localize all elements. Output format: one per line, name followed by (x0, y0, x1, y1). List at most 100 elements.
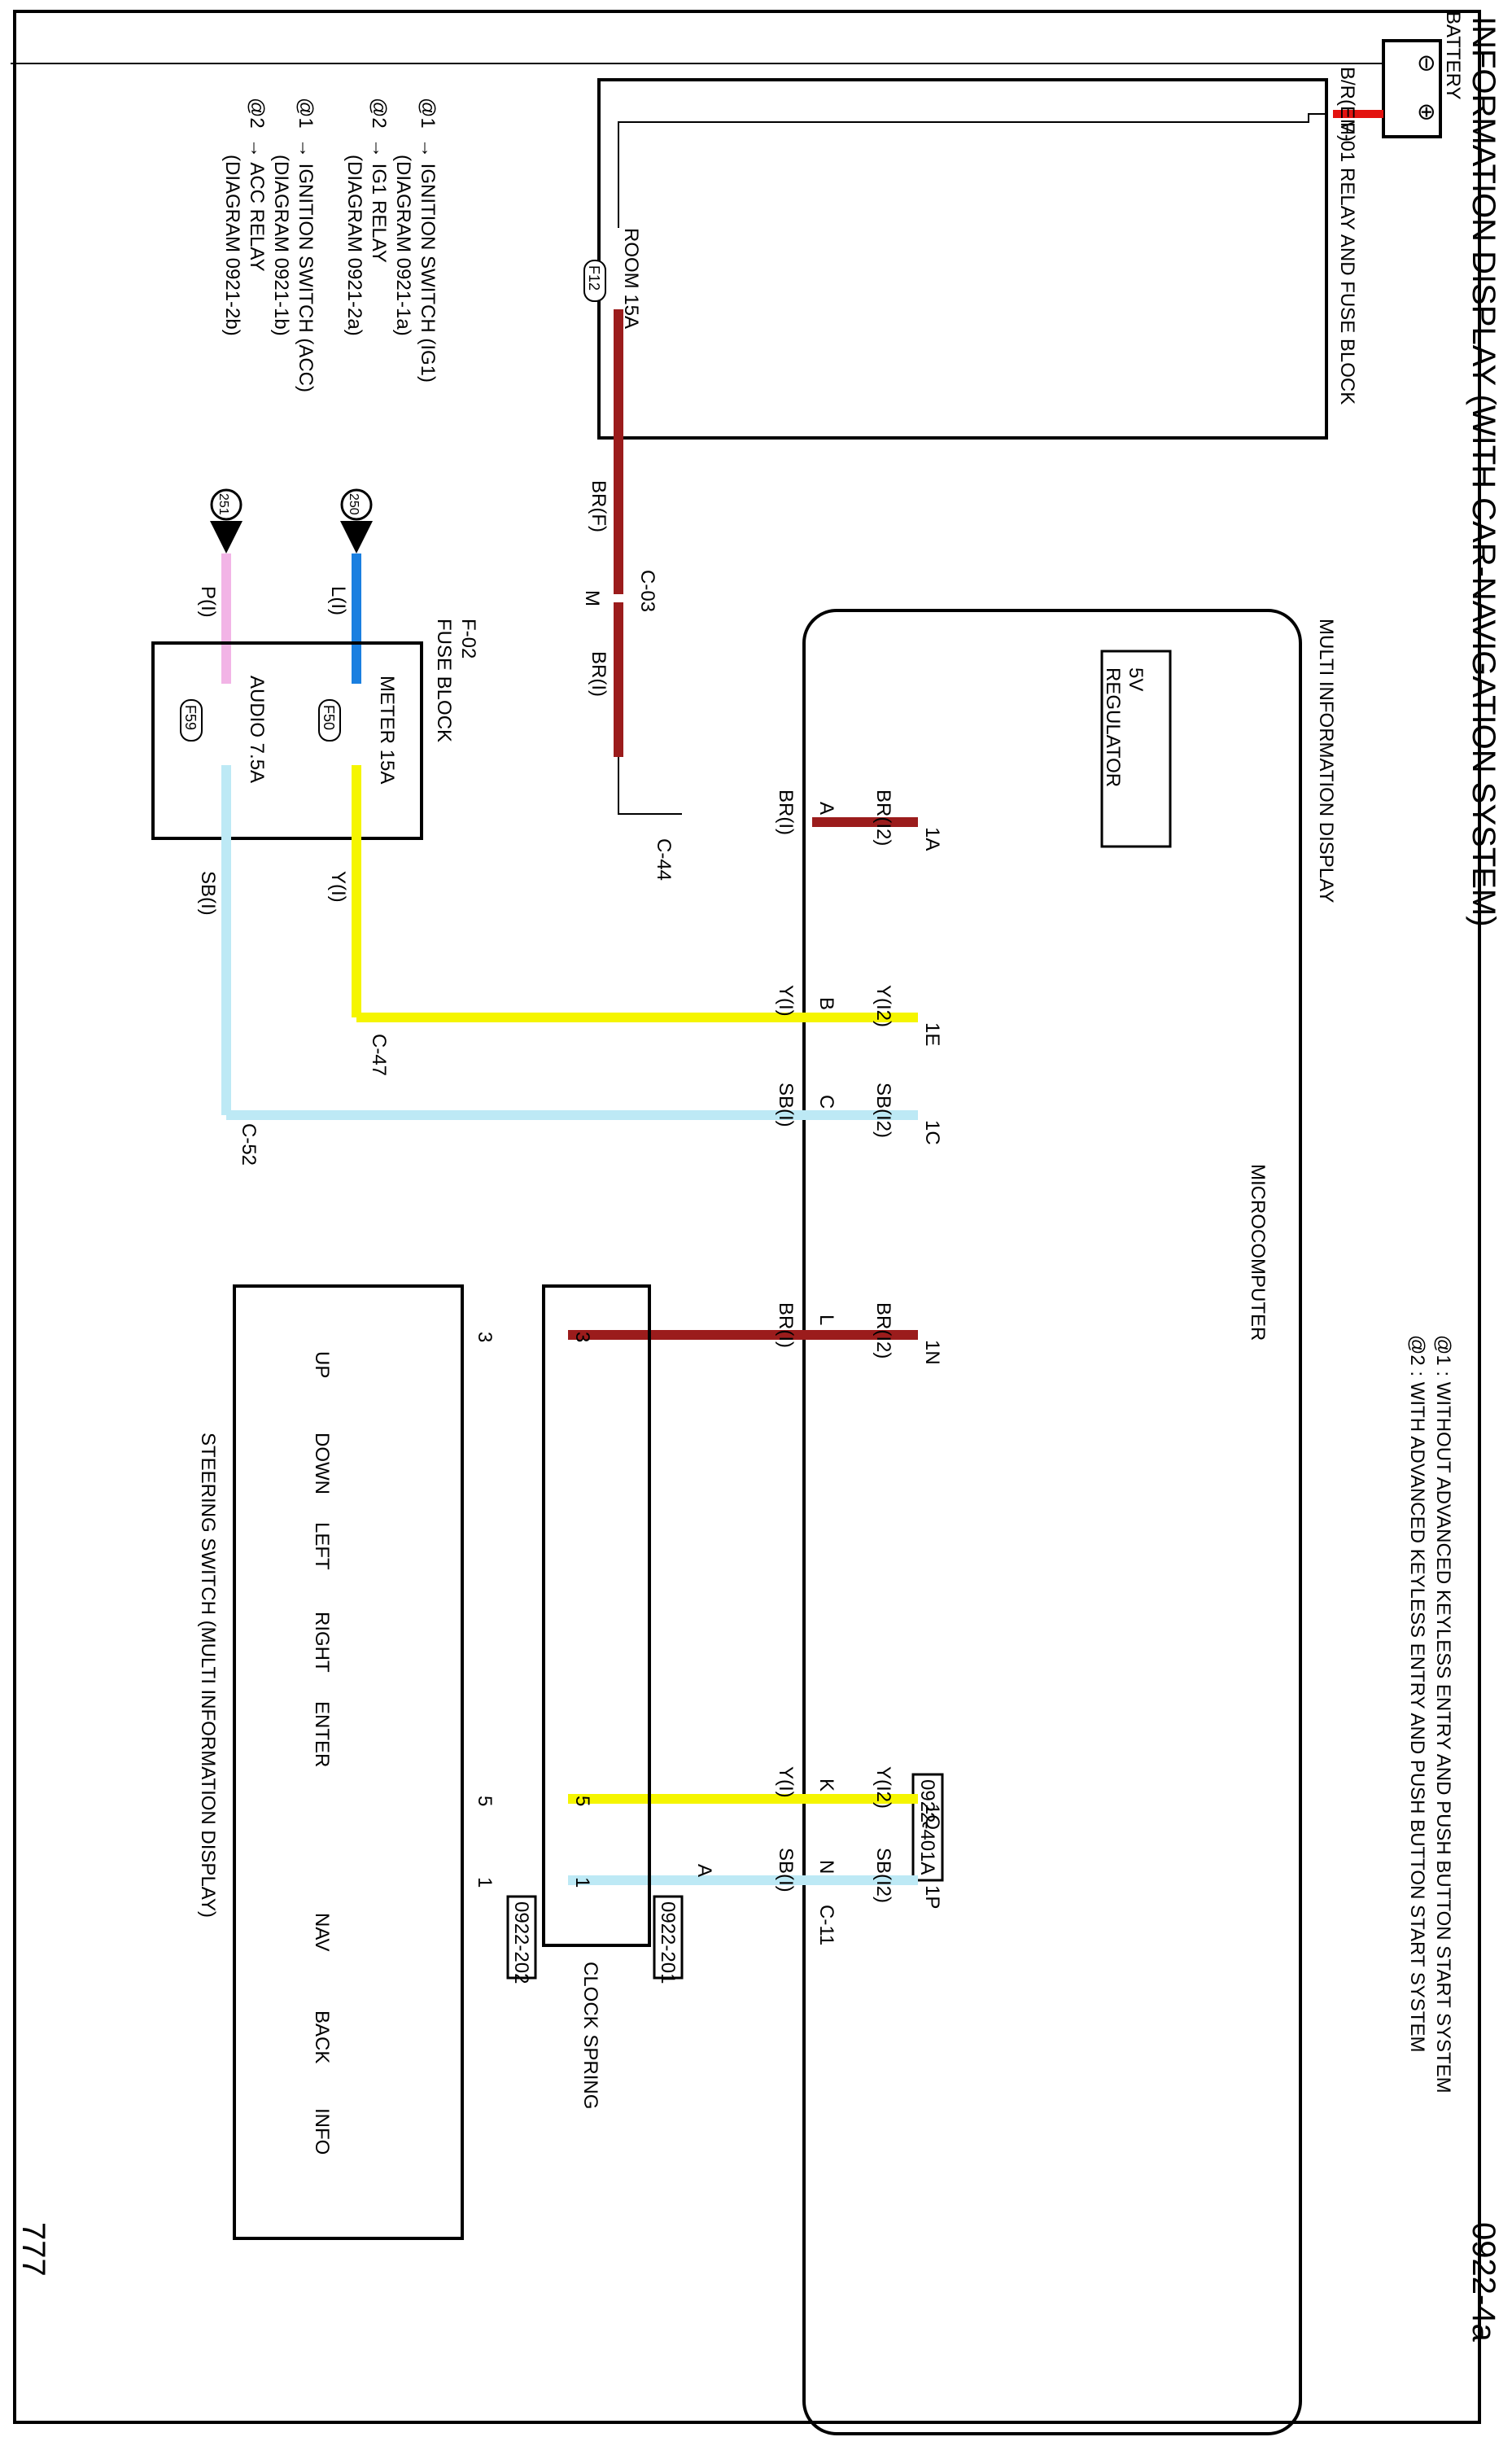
source-1-ref: (DIAGRAM 0921-1a) (392, 155, 414, 336)
c11-pin-b: B (815, 997, 837, 1010)
c03-label: C-03 (636, 570, 658, 612)
page-frame (13, 10, 1481, 2424)
ref-250-marker (340, 488, 373, 521)
steering-pin-5: 5 (474, 1796, 496, 1806)
switch-info: INFO (311, 2108, 333, 2155)
ref-250-arrow (340, 521, 373, 553)
switch-up: UP (311, 1351, 333, 1378)
clock-spring-pin-1: 1 (571, 1877, 593, 1888)
source-3: @1 (295, 98, 317, 129)
y-wire-f02-label: Y(I) (327, 871, 349, 903)
battery-wire-label: B/R(EM) (1336, 67, 1358, 142)
battery: ⊖ ⊕ BATTERY (1382, 11, 1464, 138)
c11-pin-a: A (815, 802, 837, 815)
steering-connector: 0922-202 (510, 1901, 532, 1984)
c11-wire-b: Y(I) (775, 985, 797, 1017)
p-wire-label: P(I) (197, 586, 219, 618)
pin-1a: 1A BR(I2) (812, 790, 943, 851)
pin-1q: 1Q Y(I2) (568, 1766, 943, 1830)
clock-spring-box (542, 1284, 651, 1947)
f01-label: F-01 RELAY AND FUSE BLOCK (1336, 122, 1358, 405)
source-2: @2 (368, 98, 390, 129)
c11-wire-a: BR(I) (775, 790, 797, 835)
c03-pin: M (581, 590, 603, 606)
page-number: 0922-4a (1466, 2222, 1501, 2343)
note-1: @1 : WITHOUT ADVANCED KEYLESS ENTRY AND … (1432, 1335, 1454, 2094)
clock-spring-pin-5: 5 (571, 1796, 593, 1806)
svg-text:Y(I2): Y(I2) (872, 1766, 894, 1809)
meter-fuse-id-box (318, 699, 341, 742)
mid-outline (802, 609, 1302, 2435)
clock-spring-connector-box (653, 1895, 684, 1980)
svg-text:1N: 1N (921, 1340, 943, 1365)
br-i-feed (618, 757, 682, 815)
steering-connector-box (506, 1895, 537, 1980)
svg-text:1P: 1P (921, 1885, 943, 1909)
pin-1n: 1N BR(I2) (568, 1302, 943, 1365)
audio-fuse-id-box (180, 699, 203, 742)
pin-1e: 1E Y(I2) (356, 985, 943, 1046)
sb-wire-f02-label: SB(I) (197, 871, 219, 916)
svg-text:SB(I2): SB(I2) (872, 1848, 894, 1903)
svg-text:1C: 1C (921, 1120, 943, 1145)
room-fuse-label: ROOM 15A (620, 228, 642, 329)
source-4-ref: (DIAGRAM 0921-2b) (221, 155, 243, 336)
br-i-label: BR(I) (588, 651, 610, 697)
br-f-label: BR(F) (588, 480, 610, 532)
source-3-ref: (DIAGRAM 0921-1b) (270, 155, 292, 336)
ref-251-arrow (210, 521, 243, 553)
clock-spring-pin-3: 3 (571, 1332, 593, 1342)
clock-spring-pin-a: A (693, 1864, 715, 1877)
source-4: @2 (246, 98, 268, 129)
clock-spring-label: CLOCK SPRING (579, 1962, 601, 2109)
f01-internal-wire (618, 113, 1325, 228)
microcomputer-label: MICROCOMPUTER (1247, 1164, 1269, 1341)
regulator-label-2: REGULATOR (1102, 667, 1124, 787)
source-3-text: → IGNITION SWITCH (ACC) (295, 138, 317, 392)
c11-label: C-11 (815, 1905, 837, 1945)
battery-pos-symbol: ⊕ (1414, 103, 1440, 121)
c47-label: C-47 (368, 1034, 390, 1076)
c11-pin-c: C (815, 1095, 837, 1109)
f02-block (151, 641, 423, 840)
switch-back: BACK (311, 2010, 333, 2063)
mid-label: MULTI INFORMATION DISPLAY (1315, 619, 1337, 903)
ref-250: 250 (347, 493, 361, 515)
l-wire-label: L(I) (327, 586, 349, 615)
room-fuse-id: F12 (586, 265, 602, 291)
source-1: @1 (417, 98, 439, 129)
c11-pin-l: L (815, 1315, 837, 1325)
ref-251-marker (210, 488, 243, 521)
switch-enter: ENTER (311, 1701, 333, 1767)
room-fuse-id-box (583, 260, 606, 302)
switch-left: LEFT (311, 1522, 333, 1570)
pin-1p: 1P SB(I2) (568, 1848, 943, 1909)
meter-fuse-id: F50 (321, 705, 337, 730)
mid-connector-box (911, 1773, 944, 1882)
source-2-ref: (DIAGRAM 0921-2a) (343, 155, 365, 336)
switch-nav: NAV (311, 1913, 333, 1952)
switch-right: RIGHT (311, 1612, 333, 1673)
diagram-title: INFORMATION DISPLAY (WITH CAR-NAVIGATION… (1466, 16, 1501, 927)
f02-label-1: F-02 (457, 619, 479, 658)
battery-neg-symbol: ⊖ (1414, 54, 1440, 72)
source-4-text: → ACC RELAY (246, 138, 268, 272)
c52-label: C-52 (238, 1123, 260, 1166)
c11-pin-n: N (815, 1860, 837, 1874)
clock-spring-connector: 0922-201 (657, 1901, 679, 1984)
source-2-text: → IG1 RELAY (368, 138, 390, 263)
svg-text:BR(I2): BR(I2) (872, 790, 894, 846)
source-1-text: → IGNITION SWITCH (IG1) (417, 138, 439, 383)
svg-text:1E: 1E (921, 1022, 943, 1046)
f02-label-2: FUSE BLOCK (433, 619, 455, 742)
steering-switch-box (233, 1284, 464, 2240)
note-2: @2 : WITH ADVANCED KEYLESS ENTRY AND PUS… (1406, 1335, 1428, 2052)
c11-pin-k: K (815, 1779, 837, 1792)
c11-wire-k: Y(I) (775, 1766, 797, 1798)
svg-text:SB(I2): SB(I2) (872, 1083, 894, 1138)
c11-wire-n: SB(I) (775, 1848, 797, 1892)
svg-text:BR(I2): BR(I2) (872, 1302, 894, 1359)
f01-block (597, 78, 1328, 440)
pin-1c: 1C SB(I2) (226, 1083, 943, 1145)
